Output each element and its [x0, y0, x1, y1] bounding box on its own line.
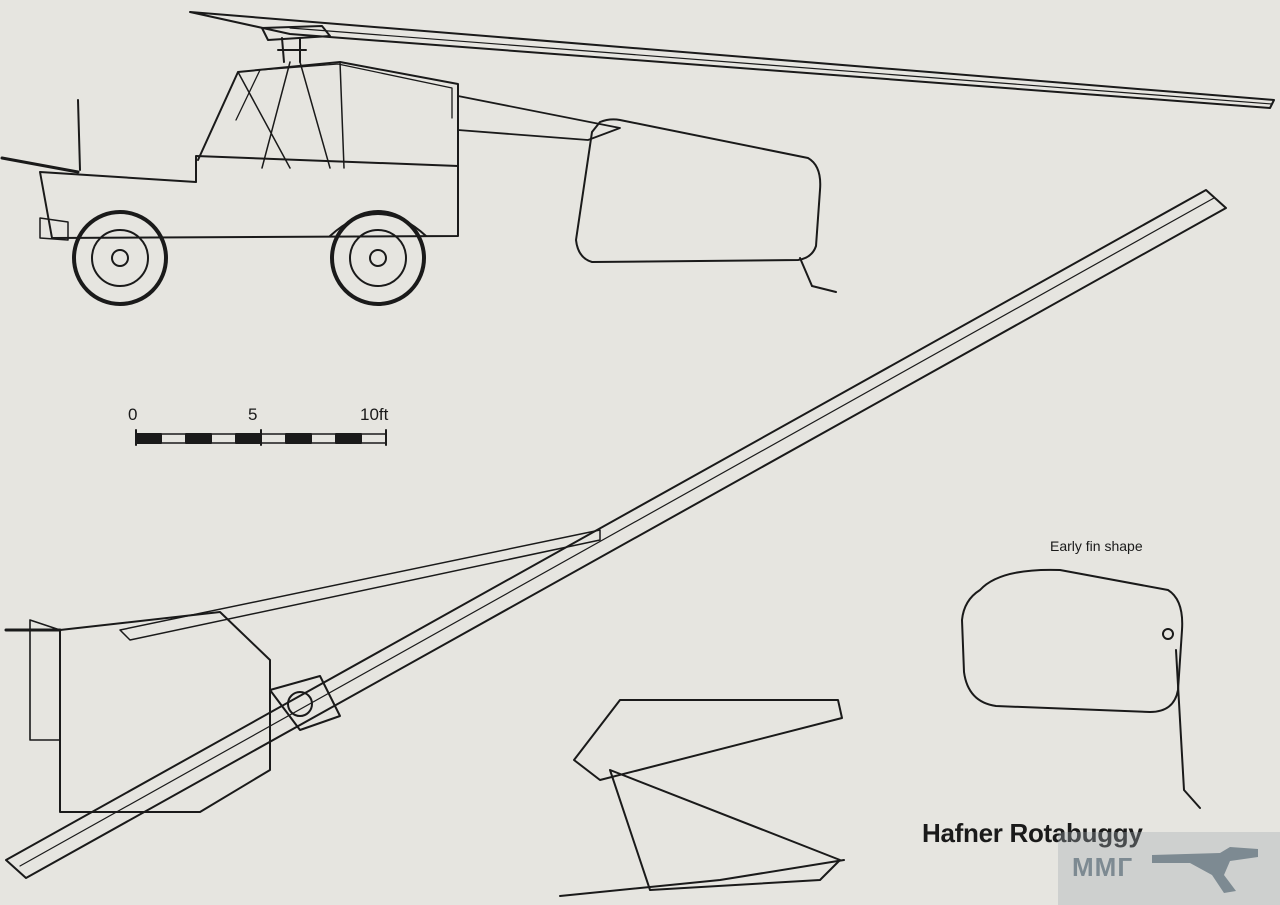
rifle-icon: [1152, 847, 1258, 893]
fin-plan-lower: [609, 769, 841, 891]
buggy-body: [39, 155, 459, 239]
tail-skid: [811, 285, 837, 293]
tow-bar: [39, 217, 69, 241]
scale-label-0: 0: [128, 405, 138, 424]
front-wheel: [72, 210, 168, 306]
fin-strut: [799, 257, 813, 287]
cabin-frame: [197, 61, 459, 169]
tail-fin: [575, 118, 822, 263]
buggy-plan-axle: [29, 619, 61, 741]
fin-plan-tail: [559, 859, 845, 897]
early-fin-skid: [1175, 649, 1201, 809]
early-fin-inset: [961, 568, 1201, 809]
hub-plan: [269, 675, 341, 731]
scale-label-10ft: 10ft: [360, 405, 389, 424]
cabin-window: [235, 63, 453, 121]
cabin-struts: [237, 61, 345, 169]
tail-boom: [457, 95, 621, 141]
bonnet: [77, 99, 81, 171]
watermark-panel: [1058, 832, 1280, 905]
buggy-plan: [59, 611, 271, 813]
rotor-hub: [261, 25, 331, 41]
scale-bar: [135, 429, 387, 446]
rotor-blade-plan: [5, 189, 1227, 879]
front-bumper: [0, 156, 80, 174]
rotor-blade: [189, 11, 1275, 109]
diagram-title: Hafner Rotabuggy: [922, 818, 1143, 848]
early-fin-caption: Early fin shape: [1050, 538, 1143, 554]
scale-label-5: 5: [248, 405, 258, 424]
wheel-arch: [329, 213, 427, 237]
rotor-mast: [277, 37, 307, 63]
rotor-blade-plan-2: [119, 529, 601, 641]
side-view: [0, 11, 1275, 306]
rear-wheel: [330, 210, 426, 306]
early-fin-shape: [961, 568, 1184, 713]
rotor-blade-line: [289, 27, 1273, 105]
rotor-blade-plan-line: [19, 197, 1215, 867]
watermark-text: ММГ: [1072, 852, 1134, 882]
plan-view: [4, 189, 1227, 897]
fin-plan: [573, 699, 843, 781]
